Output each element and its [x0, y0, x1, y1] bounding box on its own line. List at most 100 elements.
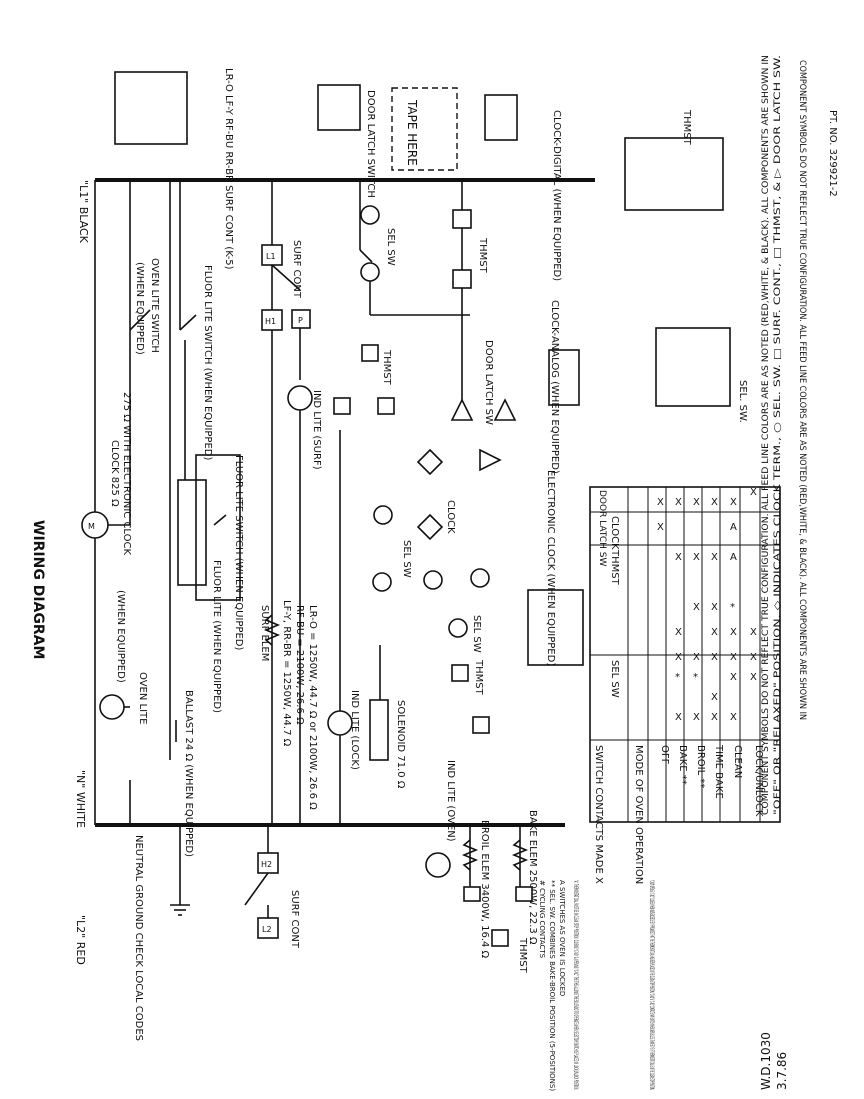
sel-sw-mid-label: SEL SW	[401, 540, 412, 578]
door-latch-sw-triangle-2	[493, 398, 517, 421]
part-number: PT. NO. 329921-2	[827, 110, 838, 197]
table-mark: X	[693, 602, 700, 613]
thmst-no-terminal	[377, 397, 395, 415]
fluor-lite-tube	[177, 479, 207, 586]
broil-elem-resistor	[461, 839, 479, 871]
wd-date: 3.7.86	[775, 1052, 789, 1090]
table-mark: X	[657, 497, 664, 508]
l1-label: "L1" BLACK	[77, 180, 90, 244]
table-mark: X	[750, 672, 757, 683]
thmst-terminal-7	[452, 269, 472, 289]
l2-label: "L2" RED	[74, 915, 87, 965]
fluor-lite-label: FLUOR LITE (WHEN EQUIPPED)	[211, 560, 222, 713]
broil-elem-label: BROIL ELEM 3400W, 16.4 Ω	[479, 820, 490, 959]
table-mark: X	[693, 497, 700, 508]
sel-sw-tc-terminal	[360, 262, 380, 282]
surf-cont-k5-label: LR-O LF-Y RF-BU RR-BR SURF CONT (K-5)	[223, 68, 234, 270]
door-latch-sw-triangle-3	[479, 448, 502, 472]
fluor-lite-switch-label: FLUOR LITE SWITCH (WHEN EQUIPPED)	[202, 265, 213, 460]
ind-lite-oven	[425, 852, 451, 878]
surf-cont2-label: SURF CONT	[289, 890, 300, 949]
clock-motor-symbol	[81, 511, 109, 539]
table-mark: X	[711, 497, 718, 508]
table-mode-broil: BROIL **	[695, 745, 706, 788]
clock-analog-label: CLOCK-ANALOG (WHEN EQUIPPED)	[549, 300, 560, 474]
table-header-contacts: SWITCH CONTACTS MADE X	[593, 745, 604, 884]
table-mark: X	[711, 552, 718, 563]
ind-lite-surf	[287, 385, 313, 411]
table-mark: X	[711, 627, 718, 638]
table-header-clock: CLOCK	[609, 516, 620, 550]
table-mark: X	[675, 497, 682, 508]
sel-sw-l-terminal	[360, 205, 380, 225]
sel-sw-lower-label: SEL SW	[471, 615, 482, 653]
ind-lite-oven-label: IND LITE (OVEN)	[445, 760, 456, 842]
bake-elem-label: BAKE ELEM 2500W, 22.3 Ω	[527, 810, 538, 945]
table-mode-off: OFF	[659, 745, 670, 765]
oven-lite-we-label: (WHEN EQUIPPED)	[134, 262, 145, 355]
clock-825-label: CLOCK 825 Ω	[109, 440, 120, 507]
thmst-top-label: THMST	[477, 237, 488, 274]
ind-lite-lock-label: IND LITE (LOCK)	[349, 690, 360, 770]
table-mark: *	[730, 602, 735, 613]
clock-diamond-2	[416, 513, 444, 541]
svg-text:H1: H1	[265, 317, 276, 326]
thmst-terminal-5	[452, 209, 472, 229]
switch-contacts-table	[589, 486, 781, 823]
svg-text:L2: L2	[262, 925, 272, 934]
table-header-selsw: SEL SW	[609, 660, 620, 698]
neutral-ground-label: NEUTRAL GROUND CHECK LOCAL CODES	[133, 835, 144, 1041]
footnote-3: COMPONENT SYMBOLS DO NOT REFLECT TRUE CO…	[797, 60, 807, 720]
sel-sw-right-box	[655, 327, 731, 407]
tape-here-label: TAPE HERE	[405, 99, 419, 166]
thmst-right-label: THMST	[681, 109, 692, 146]
sel-sw-no-terminal	[333, 397, 351, 415]
table-mark: X	[730, 712, 737, 723]
n-label: "N" WHITE	[74, 770, 87, 828]
fluor-lite-switch2-label: FLUOR LITE SWITCH (WHEN EQUIPPED)	[233, 455, 244, 650]
table-mark: X	[711, 602, 718, 613]
thmst-mid-label: THMST	[381, 349, 392, 386]
note-2: ** SEL. SW. COMBINES BAKE-BROIL POSITION…	[548, 880, 556, 1091]
note-1: # CYCLING CONTACTS	[538, 880, 546, 959]
thmst-top-right-box	[624, 137, 724, 211]
diagram-title: WIRING DIAGRAM	[30, 520, 46, 659]
table-mode-timebake: TIME BAKE	[713, 744, 724, 799]
clock-diamond-1	[416, 448, 444, 476]
broil-br-terminal	[463, 886, 481, 902]
wd-number: W.D.1030	[759, 1032, 773, 1090]
table-mark: *	[675, 672, 680, 683]
surf-cont-p-terminal	[291, 309, 311, 329]
surf-elem-vals1: LF-Y, RR-BR = 1250W, 44.7 Ω	[281, 600, 292, 747]
sel-sw-lk-terminal	[373, 505, 393, 525]
table-mark: X	[750, 652, 757, 663]
table-header-thmst: THMST	[609, 549, 620, 586]
clock-analog-box	[548, 349, 580, 406]
table-mark: X	[730, 672, 737, 683]
oven-lite-switch-label: OVEN LITE SWITCH	[149, 258, 160, 353]
thmst-bottom-label: THMST	[517, 937, 528, 974]
table-mark: X	[730, 652, 737, 663]
table-mode-bake: BAKE **	[677, 745, 688, 785]
table-mark: X	[711, 652, 718, 663]
svg-text:M: M	[88, 522, 95, 531]
ind-lite-surf-label: IND LITE (SURF)	[311, 390, 322, 470]
svg-text:L1: L1	[266, 252, 276, 261]
oven-lite-bulb	[99, 694, 125, 720]
table-header-door: DOOR LATCH SW	[597, 490, 607, 566]
surf-elem-vals3: LR-O = 1250W, 44.7 Ω or 2100W, 26.6 Ω	[307, 605, 318, 810]
electronic-clock-box	[527, 589, 584, 666]
tape-here-box	[391, 87, 458, 171]
sel-sw-r-terminal	[470, 568, 490, 588]
table-mark: X	[711, 712, 718, 723]
surf-elem-resistor	[263, 614, 281, 646]
table-mode-label: MODE OF OVEN OPERATION	[633, 745, 644, 884]
thmst-terminal-2	[451, 664, 469, 682]
table-mark: X	[750, 627, 757, 638]
thmst-lower-label: THMST	[473, 659, 484, 696]
footnote-1: COMPONENT SYMBOLS DO NOT REFLECT TRUE CO…	[761, 55, 771, 815]
note-5: "C-NO" OPENS & "C-NC" CLOSES WHEN OVEN E…	[648, 880, 656, 1090]
note-4: "A" THERMOSTAT DIAL MUST BE IN CLEAN STO…	[572, 880, 580, 1090]
svg-text:H2: H2	[261, 860, 272, 869]
